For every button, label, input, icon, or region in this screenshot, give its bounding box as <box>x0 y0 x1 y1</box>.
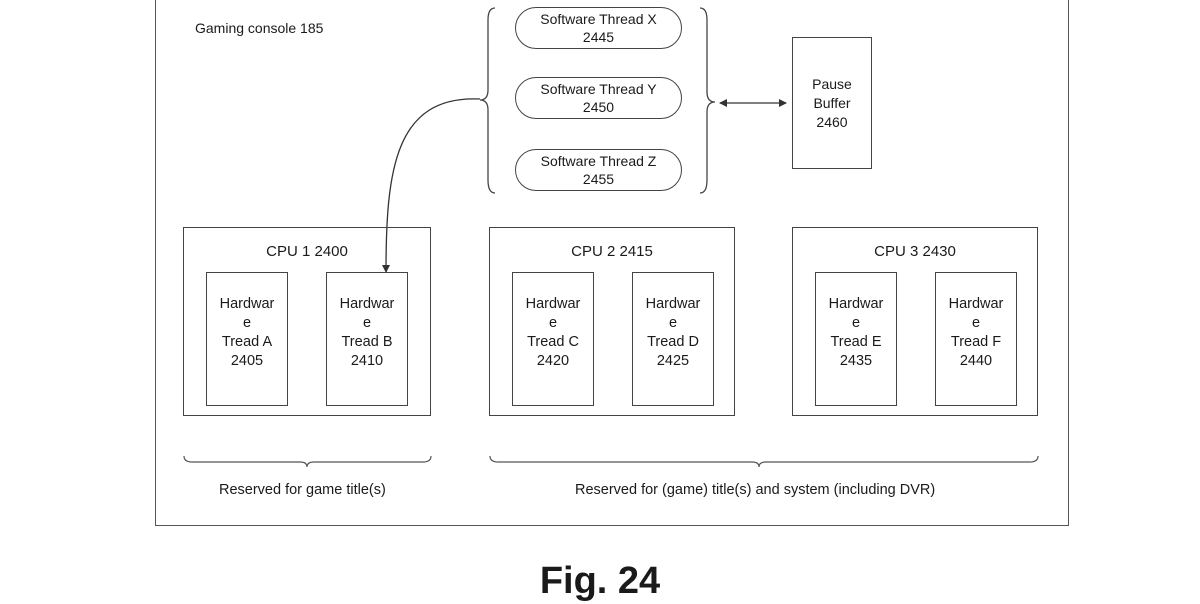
cpu-1-title: CPU 1 2400 <box>266 243 348 260</box>
hw-thread-c-id: 2420 <box>536 353 570 369</box>
cpu-2-box: CPU 2 2415 Hardwar e Tread C 2420 Hardwa… <box>489 227 735 416</box>
hw-thread-f-id: 2440 <box>959 353 993 369</box>
hw-thread-a-line3: Tread A <box>221 334 273 350</box>
hardware-thread-a: Hardwar e Tread A 2405 <box>206 272 288 406</box>
hardware-thread-f: Hardwar e Tread F 2440 <box>935 272 1017 406</box>
hw-thread-e-line2: e <box>851 315 861 331</box>
hardware-thread-c: Hardwar e Tread C 2420 <box>512 272 594 406</box>
hw-thread-b-line3: Tread B <box>341 334 393 350</box>
pause-buffer-id: 2460 <box>816 113 848 130</box>
hw-thread-e-id: 2435 <box>839 353 873 369</box>
software-thread-x: Software Thread X 2445 <box>515 7 682 49</box>
hardware-thread-d: Hardwar e Tread D 2425 <box>632 272 714 406</box>
gaming-console-frame <box>155 0 1069 526</box>
hw-thread-f-line3: Tread F <box>950 334 1002 350</box>
hw-thread-d-line1: Hardwar <box>645 296 701 312</box>
hardware-thread-b: Hardwar e Tread B 2410 <box>326 272 408 406</box>
software-threads-left-brace <box>479 7 496 194</box>
hw-thread-d-line2: e <box>668 315 678 331</box>
hw-thread-e-line1: Hardwar <box>828 296 884 312</box>
hw-thread-b-line2: e <box>362 315 372 331</box>
software-thread-x-name: Software Thread X <box>540 11 657 27</box>
software-thread-z-name: Software Thread Z <box>540 153 657 169</box>
hw-thread-b-line1: Hardwar <box>339 296 395 312</box>
software-thread-y-name: Software Thread Y <box>540 81 657 97</box>
pause-buffer-line1: Pause <box>812 75 852 92</box>
reserved-game-label: Reserved for game title(s) <box>219 482 386 498</box>
hw-thread-d-id: 2425 <box>656 353 690 369</box>
software-threads-right-brace <box>699 7 716 194</box>
hw-thread-c-line1: Hardwar <box>525 296 581 312</box>
software-thread-y-id: 2450 <box>582 99 615 115</box>
software-thread-z: Software Thread Z 2455 <box>515 149 682 191</box>
software-thread-y: Software Thread Y 2450 <box>515 77 682 119</box>
cpu-3-title: CPU 3 2430 <box>874 243 956 260</box>
hw-thread-a-line1: Hardwar <box>219 296 275 312</box>
hw-thread-d-line3: Tread D <box>647 334 699 350</box>
figure-caption: Fig. 24 <box>539 560 661 602</box>
software-thread-z-id: 2455 <box>582 171 615 187</box>
hw-thread-e-line3: Tread E <box>830 334 882 350</box>
hw-thread-c-line3: Tread C <box>527 334 579 350</box>
hw-thread-f-line1: Hardwar <box>948 296 1004 312</box>
thread-assignment-arrow <box>382 98 481 273</box>
pause-buffer-line2: Buffer <box>813 94 851 111</box>
hw-thread-a-id: 2405 <box>230 353 264 369</box>
pause-buffer: Pause Buffer 2460 <box>792 37 872 169</box>
hw-thread-a-line2: e <box>242 315 252 331</box>
cpu-1-box: CPU 1 2400 Hardwar e Tread A 2405 Hardwa… <box>183 227 431 416</box>
console-label: Gaming console 185 <box>195 20 324 36</box>
reserved-system-label: Reserved for (game) title(s) and system … <box>575 482 936 498</box>
cpu-2-title: CPU 2 2415 <box>571 243 653 260</box>
hardware-thread-e: Hardwar e Tread E 2435 <box>815 272 897 406</box>
hw-thread-f-line2: e <box>971 315 981 331</box>
reserved-system-brace <box>489 455 1039 468</box>
hw-thread-c-line2: e <box>548 315 558 331</box>
reserved-game-brace <box>183 455 432 468</box>
software-thread-x-id: 2445 <box>582 29 615 45</box>
hw-thread-b-id: 2410 <box>350 353 384 369</box>
cpu-3-box: CPU 3 2430 Hardwar e Tread E 2435 Hardwa… <box>792 227 1038 416</box>
